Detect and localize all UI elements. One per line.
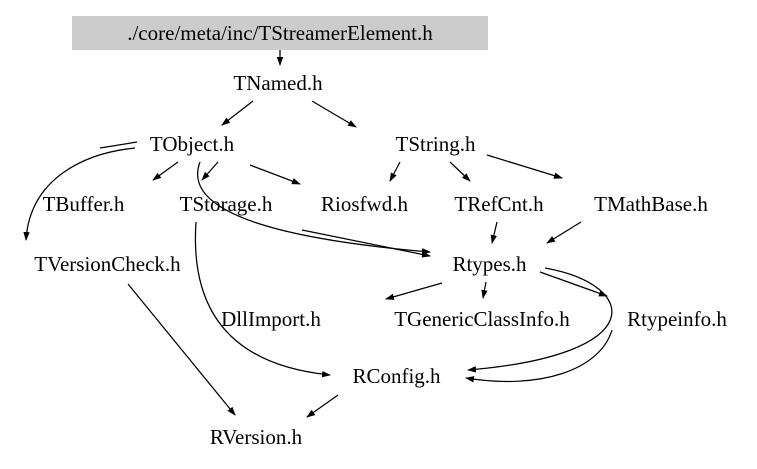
- edge-tmathbase-to-rtypes: [546, 221, 582, 244]
- edge-rtypes-to-rtypeinfo: [539, 271, 608, 297]
- node-tstring[interactable]: TString.h: [395, 132, 476, 156]
- node-tbuffer[interactable]: TBuffer.h: [42, 192, 125, 216]
- node-rconfig[interactable]: RConfig.h: [352, 364, 441, 388]
- edge-tversioncheck-to-rversion: [127, 283, 236, 416]
- edge-tobject-to-rtypes: [197, 161, 431, 255]
- node-tstorage[interactable]: TStorage.h: [179, 192, 273, 216]
- node-trefcnt[interactable]: TRefCnt.h: [454, 192, 544, 216]
- edge-tobject-to-riosfwd: [249, 164, 301, 185]
- edge-tobject-to-tversioncheck: [23, 147, 136, 241]
- edge-rtypes-to-dllimport: [385, 282, 443, 300]
- edge-tnamed-to-tstring: [311, 100, 357, 128]
- node-tmathbase[interactable]: TMathBase.h: [594, 192, 708, 216]
- node-rtypes[interactable]: Rtypes.h: [452, 252, 527, 276]
- edge-rtypes-to-tgenericclassinfo: [481, 281, 488, 299]
- edge-tobject-to-tstorage: [201, 161, 219, 181]
- edge-rconfig-to-rversion: [306, 394, 339, 418]
- edge-rtypes-to-rconfig: [467, 267, 613, 373]
- node-dllimport[interactable]: DllImport.h: [221, 307, 321, 331]
- edge-trefcnt-to-rtypes: [490, 221, 498, 244]
- edge-tstring-to-riosfwd: [389, 161, 401, 182]
- edge-tstring-to-tmathbase: [486, 154, 563, 179]
- edge-riosfwd-to-rtypes: [301, 229, 431, 258]
- node-rtypeinfo[interactable]: Rtypeinfo.h: [627, 307, 727, 331]
- edge-stub-tobject-left: [99, 141, 138, 149]
- edge-tnamed-to-tobject: [221, 100, 254, 126]
- edge-tobject-to-tbuffer: [152, 161, 179, 181]
- node-tversioncheck[interactable]: TVersionCheck.h: [34, 252, 181, 276]
- edge-tstorage-to-rconfig: [194, 221, 331, 378]
- node-riosfwd[interactable]: Riosfwd.h: [321, 192, 408, 216]
- node-tnamed[interactable]: TNamed.h: [233, 71, 323, 95]
- edge-tstring-to-trefcnt: [449, 161, 471, 182]
- node-root[interactable]: ./core/meta/inc/TStreamerElement.h: [72, 16, 488, 50]
- node-tgenericclassinfo[interactable]: TGenericClassInfo.h: [394, 307, 570, 331]
- node-rversion[interactable]: RVersion.h: [209, 425, 303, 449]
- node-tobject[interactable]: TObject.h: [149, 132, 235, 156]
- edge-rtypeinfo-to-rconfig: [465, 329, 613, 383]
